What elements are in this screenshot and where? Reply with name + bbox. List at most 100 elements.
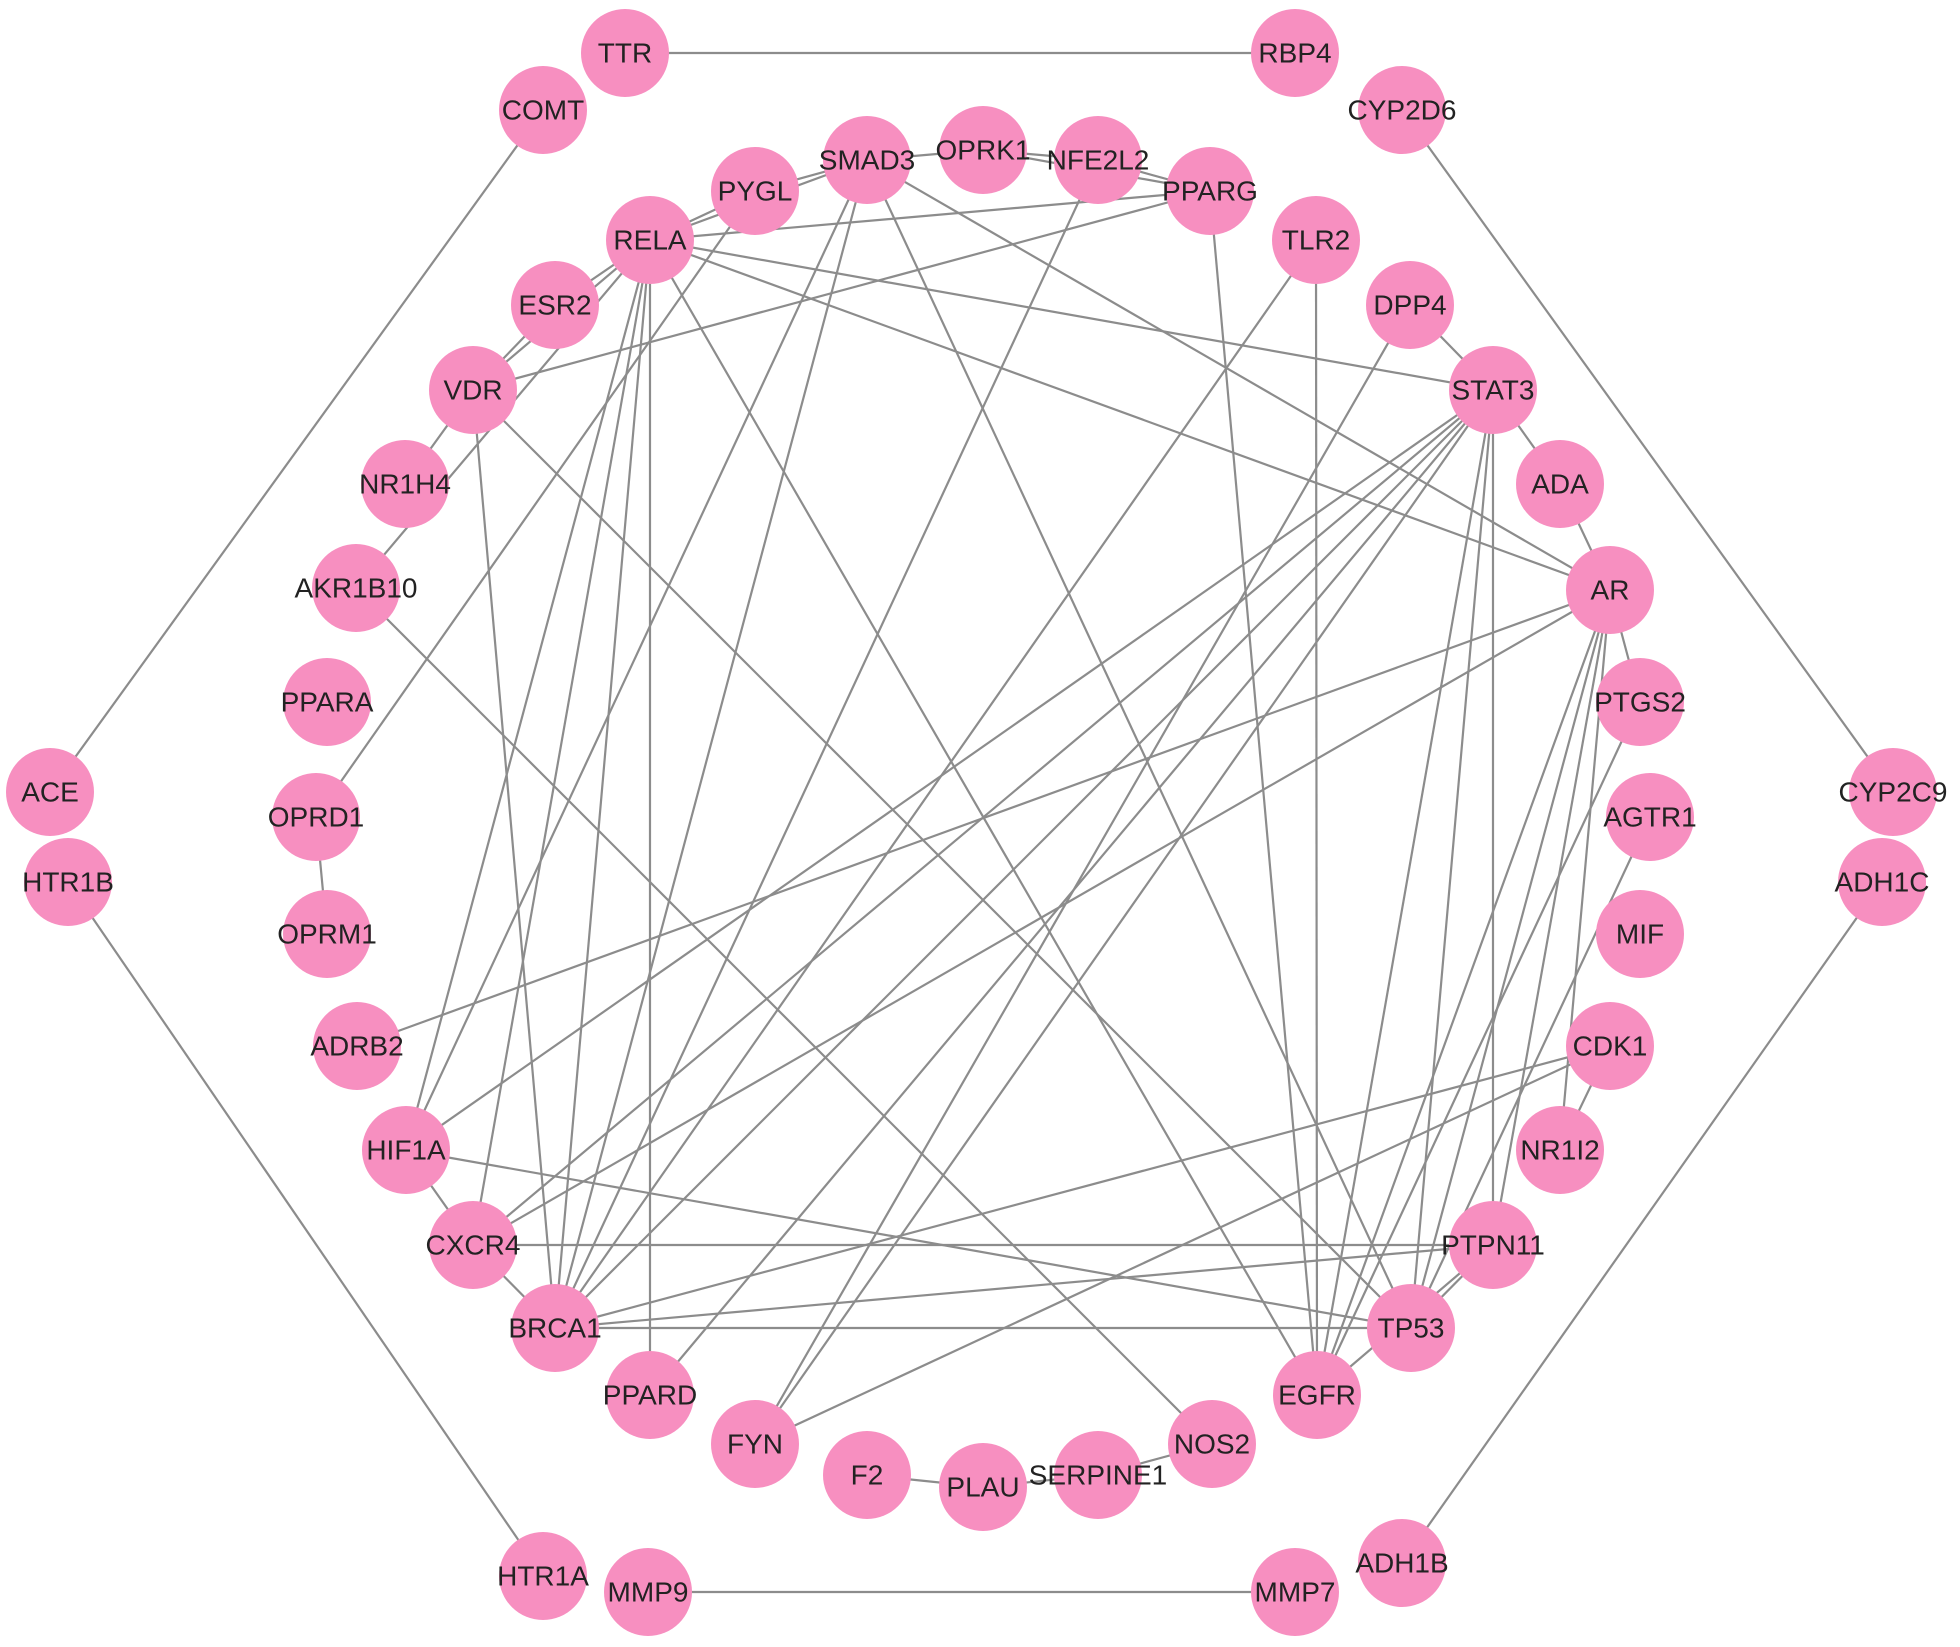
node-label: PTGS2 (1594, 687, 1686, 718)
node-circle (823, 1431, 911, 1519)
node-circle (362, 1106, 450, 1194)
edge-ptpn11-brca1 (554, 1243, 1494, 1330)
node-label: HTR1A (497, 1561, 589, 1592)
node-circle (1251, 1548, 1339, 1636)
node-circle (6, 748, 94, 836)
node-fyn: FYN (711, 1400, 799, 1488)
node-label: FYN (727, 1429, 783, 1460)
node-label: BRCA1 (508, 1313, 601, 1344)
node-plau: PLAU (939, 1443, 1027, 1531)
edge-akr1b10-nos2 (355, 587, 1213, 1445)
node-circle (313, 1002, 401, 1090)
node-ptpn11: PTPN11 (1441, 1201, 1545, 1289)
node-label: ADH1C (1835, 867, 1930, 898)
node-pparg: PPARG (1162, 147, 1258, 235)
node-nos2: NOS2 (1168, 1400, 1256, 1488)
edge-adh1c-adh1b (1401, 881, 1883, 1564)
edge-smad3-ar (866, 159, 1611, 591)
node-mmp9: MMP9 (604, 1548, 692, 1636)
node-label: PYGL (718, 176, 793, 207)
node-oprk1: OPRK1 (936, 106, 1030, 194)
node-dpp4: DPP4 (1366, 261, 1454, 349)
node-tp53: TP53 (1367, 1284, 1455, 1372)
node-f2: F2 (823, 1431, 911, 1519)
edge-ptgs2-egfr (1316, 701, 1641, 1396)
node-label: VDR (443, 375, 502, 406)
node-circle (939, 1443, 1027, 1531)
node-ar: AR (1566, 546, 1654, 634)
node-circle (823, 116, 911, 204)
node-adrb2: ADRB2 (310, 1002, 404, 1090)
node-label: PPARD (603, 1380, 697, 1411)
node-label: AGTR1 (1603, 802, 1696, 833)
edge-tlr2-brca1 (554, 239, 1317, 1329)
node-circle (711, 1400, 799, 1488)
node-circle (1054, 116, 1142, 204)
node-cyp2c9: CYP2C9 (1839, 748, 1947, 836)
edge-vdr-brca1 (471, 389, 557, 1329)
node-circle (1849, 748, 1937, 836)
node-circle (581, 9, 669, 97)
node-tlr2: TLR2 (1272, 196, 1360, 284)
node-label: EGFR (1278, 1380, 1356, 1411)
node-circle (1251, 9, 1339, 97)
node-label: ACE (21, 777, 79, 808)
edge-ar-ptpn11 (1491, 589, 1612, 1246)
node-label: ADH1B (1355, 1548, 1448, 1579)
node-circle (1168, 1400, 1256, 1488)
node-circle (1449, 346, 1537, 434)
node-circle (283, 890, 371, 978)
node-label: PPARG (1162, 176, 1258, 207)
node-label: OPRM1 (277, 919, 377, 950)
node-label: TP53 (1378, 1313, 1445, 1344)
node-circle (24, 838, 112, 926)
node-circle (1449, 1201, 1537, 1289)
node-circle (606, 196, 694, 284)
node-label: NFE2L2 (1047, 145, 1150, 176)
node-circle (283, 658, 371, 746)
edge-comt-ace (49, 109, 544, 793)
node-pygl: PYGL (711, 147, 799, 235)
node-circle (1566, 1002, 1654, 1090)
edge-pparg-vdr (472, 189, 1211, 392)
node-circle (1566, 546, 1654, 634)
node-esr2: ESR2 (511, 261, 599, 349)
node-egfr: EGFR (1273, 1351, 1361, 1439)
node-circle (1596, 890, 1684, 978)
node-smad3: SMAD3 (819, 116, 915, 204)
node-ppard: PPARD (603, 1351, 697, 1439)
node-ppara: PPARA (281, 658, 374, 746)
node-circle (499, 1532, 587, 1620)
node-label: STAT3 (1452, 375, 1535, 406)
node-circle (1367, 1284, 1455, 1372)
node-ttr: TTR (581, 9, 669, 97)
node-label: TTR (598, 38, 652, 69)
node-serpine1: SERPINE1 (1029, 1431, 1167, 1519)
node-label: F2 (851, 1460, 884, 1491)
node-label: RELA (613, 225, 686, 256)
edge-ar-egfr (1315, 589, 1612, 1396)
edge-vdr-tp53 (472, 389, 1412, 1329)
node-agtr1: AGTR1 (1603, 773, 1697, 861)
edge-ar-adrb2 (356, 588, 1611, 1048)
node-mif: MIF (1596, 890, 1684, 978)
node-label: MIF (1616, 919, 1664, 950)
node-circle (939, 106, 1027, 194)
node-label: NOS2 (1174, 1429, 1250, 1460)
edge-hif1a-tp53 (405, 1148, 1412, 1330)
node-circle (1516, 440, 1604, 528)
edge-stat3-egfr (1315, 389, 1495, 1396)
node-circle (1272, 196, 1360, 284)
edge-cyp2d6-cyp2c9 (1401, 109, 1894, 793)
node-circle (272, 773, 360, 861)
node-circle (1358, 66, 1446, 154)
node-circle (312, 544, 400, 632)
edge-stat3-fyn (754, 389, 1494, 1445)
node-circle (511, 1284, 599, 1372)
node-label: ADRB2 (310, 1031, 403, 1062)
node-rbp4: RBP4 (1251, 9, 1339, 97)
node-label: ADA (1531, 469, 1589, 500)
node-circle (1054, 1431, 1142, 1519)
node-label: MMP9 (608, 1577, 689, 1608)
